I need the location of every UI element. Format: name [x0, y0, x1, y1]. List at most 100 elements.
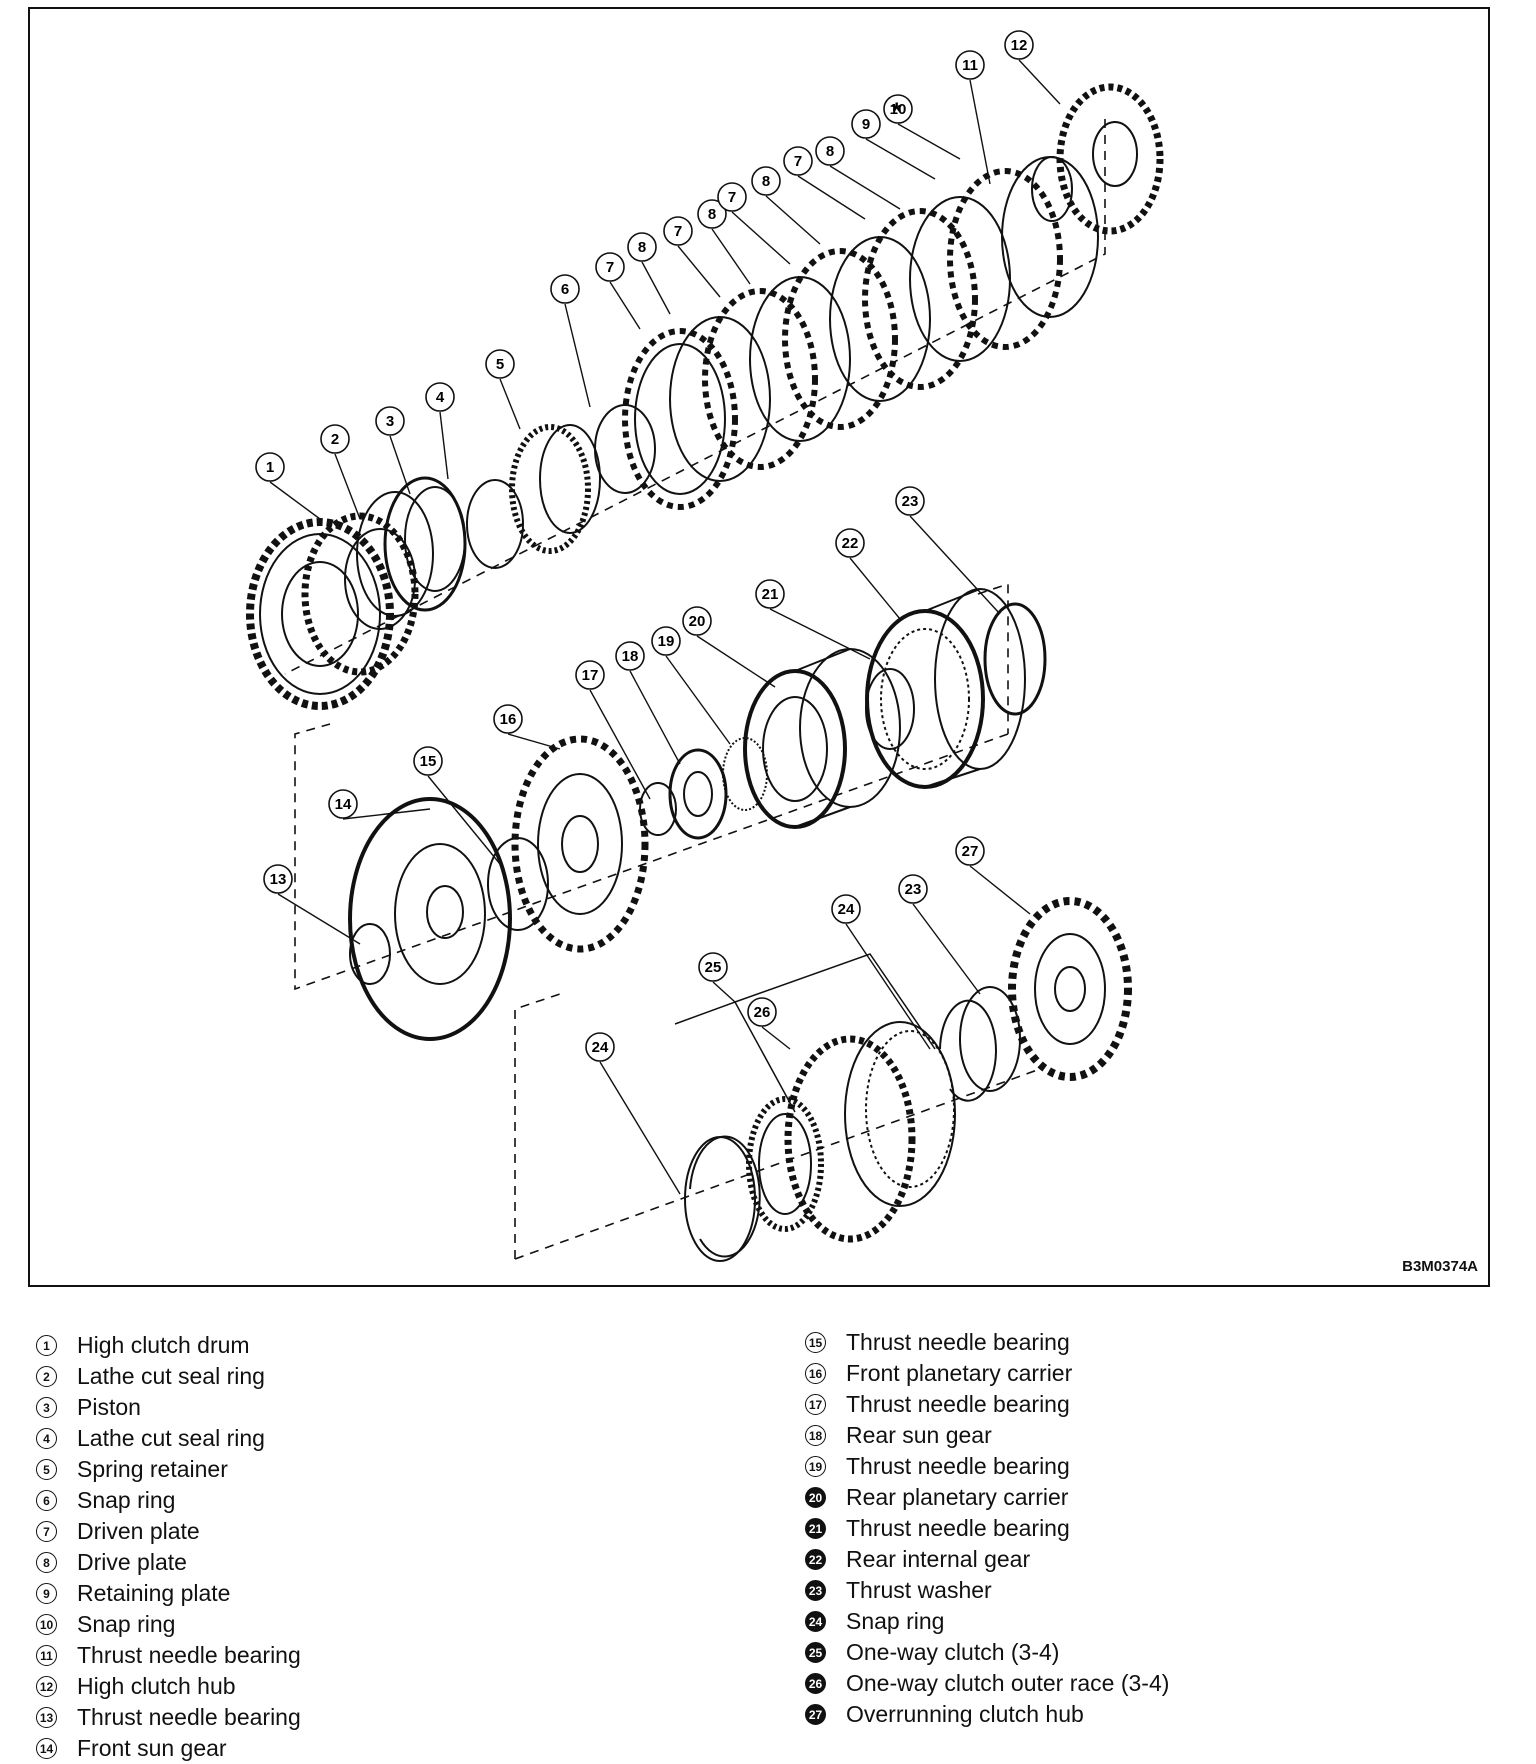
callout-badge: 7 [783, 146, 813, 176]
callout-number: 25 [705, 959, 722, 976]
callout-circle [575, 660, 605, 690]
thrust-washer-23-part [983, 602, 1047, 716]
callout-number: 8 [638, 239, 646, 256]
callout-leader [845, 923, 931, 1050]
legend-label: Snap ring [77, 1487, 176, 1513]
callout-badge: 5 [485, 349, 515, 379]
rear-internal-gear-part [865, 588, 1026, 789]
callout-circle [413, 746, 443, 776]
legend-item: 7 Driven plate [36, 1516, 301, 1547]
callout-badge: 19 [651, 626, 681, 656]
callout-leader [909, 515, 1001, 615]
callout-leader [761, 1026, 791, 1050]
legend-label: Driven plate [77, 1518, 200, 1544]
legend-label: Thrust needle bearing [846, 1391, 1070, 1417]
callout-circle [831, 894, 861, 924]
callout-badge: 14 [328, 789, 358, 819]
callout-number: 27 [962, 843, 979, 860]
callout-leader [589, 689, 651, 800]
callout-badge: 23 [895, 486, 925, 516]
callout-badge: 21 [755, 579, 785, 609]
callout-circle [697, 199, 727, 229]
callout-number: 8 [762, 173, 770, 190]
callout-badge: 8 [627, 232, 657, 262]
callout-leader [912, 903, 981, 995]
callout-number: 12 [1011, 37, 1028, 54]
high-clutch-hub-part [1031, 83, 1164, 235]
legend-number: 18 [805, 1425, 826, 1446]
legend-number: 24 [805, 1611, 826, 1632]
callout-number: 16 [500, 711, 517, 728]
callout-leader [599, 1061, 681, 1195]
legend-label: Front planetary carrier [846, 1360, 1073, 1386]
callout-circle [320, 424, 350, 454]
callout-leader [696, 635, 776, 688]
callout-badge: 7 [717, 182, 747, 212]
callout-badge: 13 [263, 864, 293, 894]
callout-number: 23 [902, 493, 919, 510]
callout-circle [585, 1032, 615, 1062]
legend-number: 27 [805, 1704, 826, 1725]
callout-number: 20 [689, 613, 706, 630]
callout-circle [375, 406, 405, 436]
one-way-clutch-bracket [674, 1001, 796, 1113]
legend-label: Thrust washer [846, 1577, 992, 1603]
callout-circle [755, 579, 785, 609]
callout-leader [665, 655, 731, 745]
callout-leader [765, 195, 821, 245]
callout-leader [711, 228, 751, 285]
callout-badge: 26 [747, 997, 777, 1027]
callout-number: 15 [420, 753, 437, 770]
callout-number: 17 [582, 667, 599, 684]
legend-label: Front sun gear [77, 1735, 227, 1761]
legend-number: 20 [805, 1487, 826, 1508]
legend-label: Thrust needle bearing [846, 1453, 1070, 1479]
callout-leader [334, 453, 361, 520]
exploded-diagram: 1234567878787891011121314151617181920212… [246, 30, 1164, 1262]
callout-leader [769, 608, 871, 660]
high-clutch-drum-part [246, 512, 419, 710]
legend-number: 7 [36, 1521, 57, 1542]
callout-leader [427, 775, 501, 865]
callout-badge: 2 [320, 424, 350, 454]
legend-label: Rear internal gear [846, 1546, 1031, 1572]
legend-number: 17 [805, 1394, 826, 1415]
overrunning-clutch-hub-part [1008, 897, 1132, 1081]
callout-circle [815, 136, 845, 166]
legend-label: Snap ring [846, 1608, 945, 1634]
callout-circle [698, 952, 728, 982]
callout-circle [682, 606, 712, 636]
callout-badge: 11 [955, 50, 985, 80]
piston-seal-parts [356, 476, 524, 617]
callout-circle [485, 349, 515, 379]
callout-numbers: 1234567878787891011121314151617181920212… [255, 30, 1034, 1062]
legend-label: High clutch drum [77, 1332, 250, 1358]
callout-badge: 22 [835, 528, 865, 558]
rear-sun-gear-part [668, 748, 728, 840]
callout-leader [641, 261, 671, 315]
callout-number: 5 [496, 356, 504, 373]
callout-badge: 1 [255, 452, 285, 482]
callout-number: 21 [762, 586, 779, 603]
callout-badge: 25 [698, 952, 728, 982]
legend-number: 3 [36, 1397, 57, 1418]
legend-label: High clutch hub [77, 1673, 236, 1699]
callout-circle [255, 452, 285, 482]
rear-planetary-carrier-part [743, 648, 901, 829]
callout-circle [425, 382, 455, 412]
callout-circle [898, 874, 928, 904]
spring-retainer-part [509, 424, 601, 554]
callout-leader [897, 123, 961, 160]
legend-number: 25 [805, 1642, 826, 1663]
callout-leader [342, 808, 431, 820]
callout-badge: 3 [375, 406, 405, 436]
callout-number: 2 [331, 431, 339, 448]
